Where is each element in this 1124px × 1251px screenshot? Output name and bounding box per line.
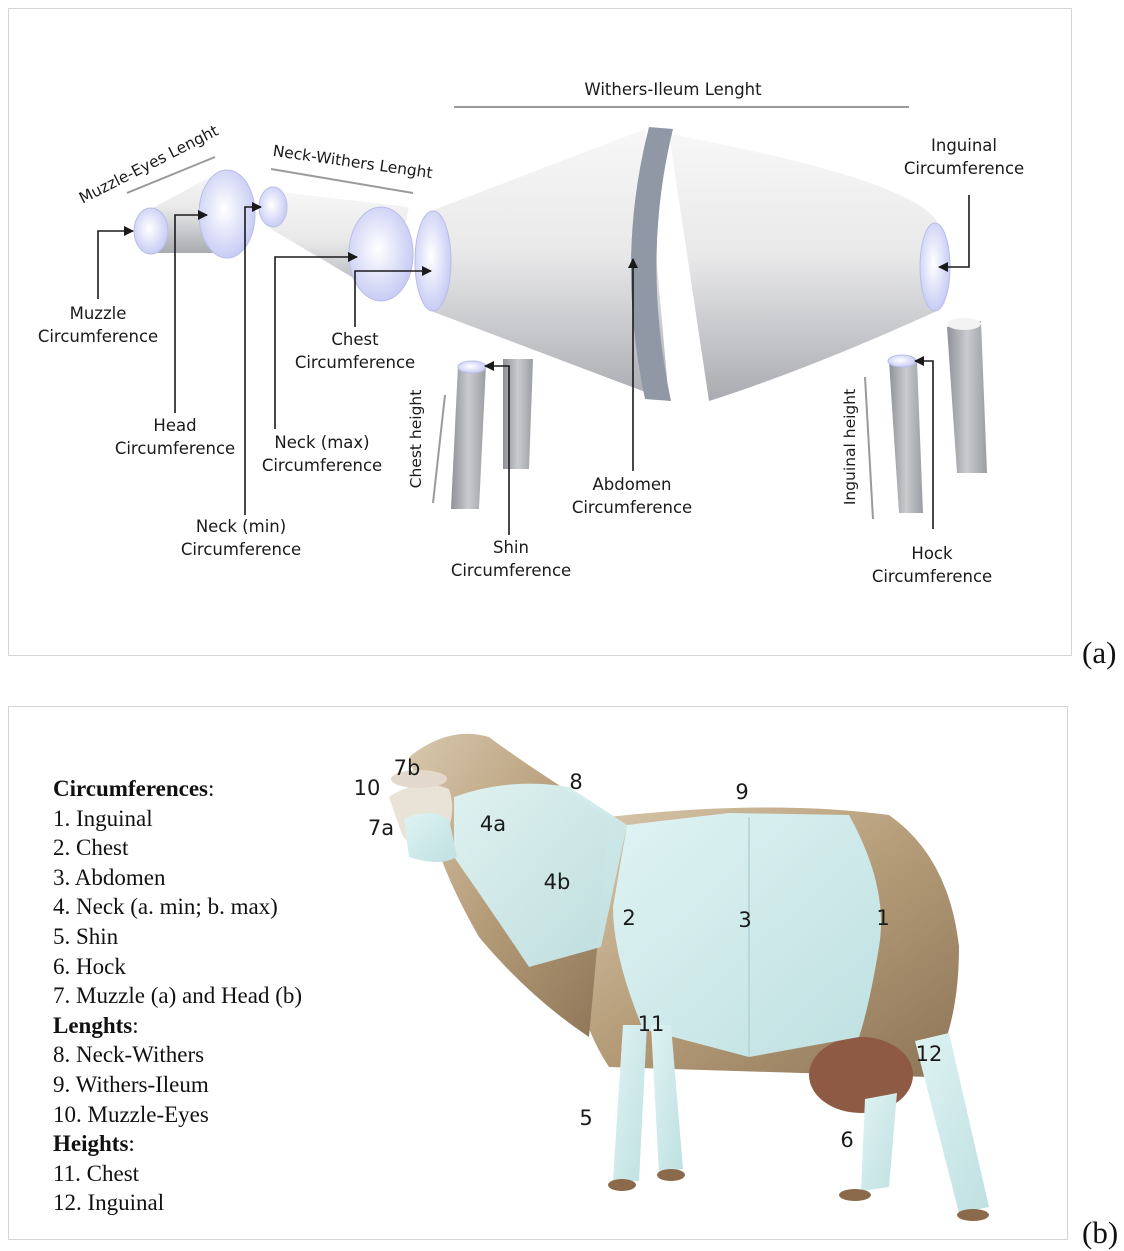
chest-circ-label-line2: Circumference <box>295 353 415 372</box>
inguinal-height-line <box>865 377 873 519</box>
marker-6: 6 <box>840 1128 853 1152</box>
hind-legs <box>888 318 987 513</box>
muzzle-end-face <box>134 208 168 254</box>
abdomen-circ-label-line2: Circumference <box>572 498 692 517</box>
legend-item: 3. Abdomen <box>53 863 302 893</box>
legend-heights-heading: Heights <box>53 1131 128 1156</box>
hock-circ-label-line2: Circumference <box>872 567 992 586</box>
muzzle-circ-label-line1: Muzzle <box>70 304 127 323</box>
body-front-cone <box>415 129 669 401</box>
neck-max-end-face <box>349 207 413 301</box>
panel-b-tag: (b) <box>1082 1215 1118 1251</box>
hock-end-face <box>888 355 916 367</box>
marker-4a: 4a <box>480 812 506 836</box>
shin-circ-label-line1: Shin <box>493 538 529 557</box>
neck-max-circ-label-line2: Circumference <box>262 456 382 475</box>
neck-min-circ-label-line2: Circumference <box>181 540 301 559</box>
panel-a-tag: (a) <box>1082 635 1116 671</box>
marker-11: 11 <box>638 1012 665 1036</box>
legend-item: 8. Neck-Withers <box>53 1040 302 1070</box>
shin-end-face <box>458 361 486 373</box>
muzzle-overlay <box>404 813 457 862</box>
legend-item: 6. Hock <box>53 952 302 982</box>
chest-circ-label-line1: Chest <box>331 330 379 349</box>
neck-cone <box>259 187 413 301</box>
shin-circ-label-line2: Circumference <box>451 561 571 580</box>
legend-circumferences-heading: Circumferences <box>53 776 208 801</box>
neck-min-circ-label-line1: Neck (min) <box>196 517 286 536</box>
hind-leg-overlay-1 <box>861 1093 897 1191</box>
head-end-face <box>199 170 255 258</box>
marker-12: 12 <box>916 1042 943 1066</box>
marker-8: 8 <box>569 770 582 794</box>
neck-withers-length-label: Neck-Withers Lenght <box>272 142 434 182</box>
neck-min-end-face <box>259 187 287 227</box>
inguinal-circ-label-line1: Inguinal <box>931 136 997 155</box>
withers-ileum-length-label: Withers-Ileum Lenght <box>584 80 762 99</box>
head-circ-label-line1: Head <box>153 416 196 435</box>
muzzle-circ-label-line2: Circumference <box>38 327 158 346</box>
legend-item: 12. Inguinal <box>53 1188 302 1218</box>
neck-max-circ-label-line1: Neck (max) <box>274 433 369 452</box>
chest-end-face <box>415 211 451 311</box>
legend-item: 10. Muzzle-Eyes <box>53 1100 302 1130</box>
legend-item: 4. Neck (a. min; b. max) <box>53 892 302 922</box>
head-circ-label-line2: Circumference <box>115 439 235 458</box>
chest-height-label: Chest height <box>407 390 425 489</box>
abdomen-circ-label-line1: Abdomen <box>592 475 671 494</box>
legend-lengths-heading: Lenghts <box>53 1013 132 1038</box>
chest-height-line <box>433 395 445 503</box>
legend-item: 9. Withers-Ileum <box>53 1070 302 1100</box>
legend: Circumferences: 1. Inguinal 2. Chest 3. … <box>53 774 302 1218</box>
inguinal-height-label: Inguinal height <box>841 389 859 505</box>
panel-a-diagram: Withers-Ileum Lenght Muzzle-Eyes Lenght … <box>9 9 1073 657</box>
front-legs <box>451 359 533 509</box>
marker-1: 1 <box>876 906 889 930</box>
legend-item: 2. Chest <box>53 833 302 863</box>
marker-10: 10 <box>354 776 381 800</box>
hock-circ-label-line1: Hock <box>911 544 953 563</box>
marker-4b: 4b <box>544 870 571 894</box>
marker-3: 3 <box>738 908 751 932</box>
panel-a: Withers-Ileum Lenght Muzzle-Eyes Lenght … <box>8 8 1072 656</box>
marker-7b: 7b <box>394 756 421 780</box>
legend-item: 1. Inguinal <box>53 804 302 834</box>
marker-9: 9 <box>735 780 748 804</box>
legend-item: 11. Chest <box>53 1159 302 1189</box>
marker-7a: 7a <box>368 816 394 840</box>
legend-item: 5. Shin <box>53 922 302 952</box>
legend-item: 7. Muzzle (a) and Head (b) <box>53 981 302 1011</box>
inguinal-circ-label-line2: Circumference <box>904 159 1024 178</box>
marker-2: 2 <box>622 906 635 930</box>
sheep-udder <box>809 1037 913 1113</box>
marker-5: 5 <box>579 1106 592 1130</box>
